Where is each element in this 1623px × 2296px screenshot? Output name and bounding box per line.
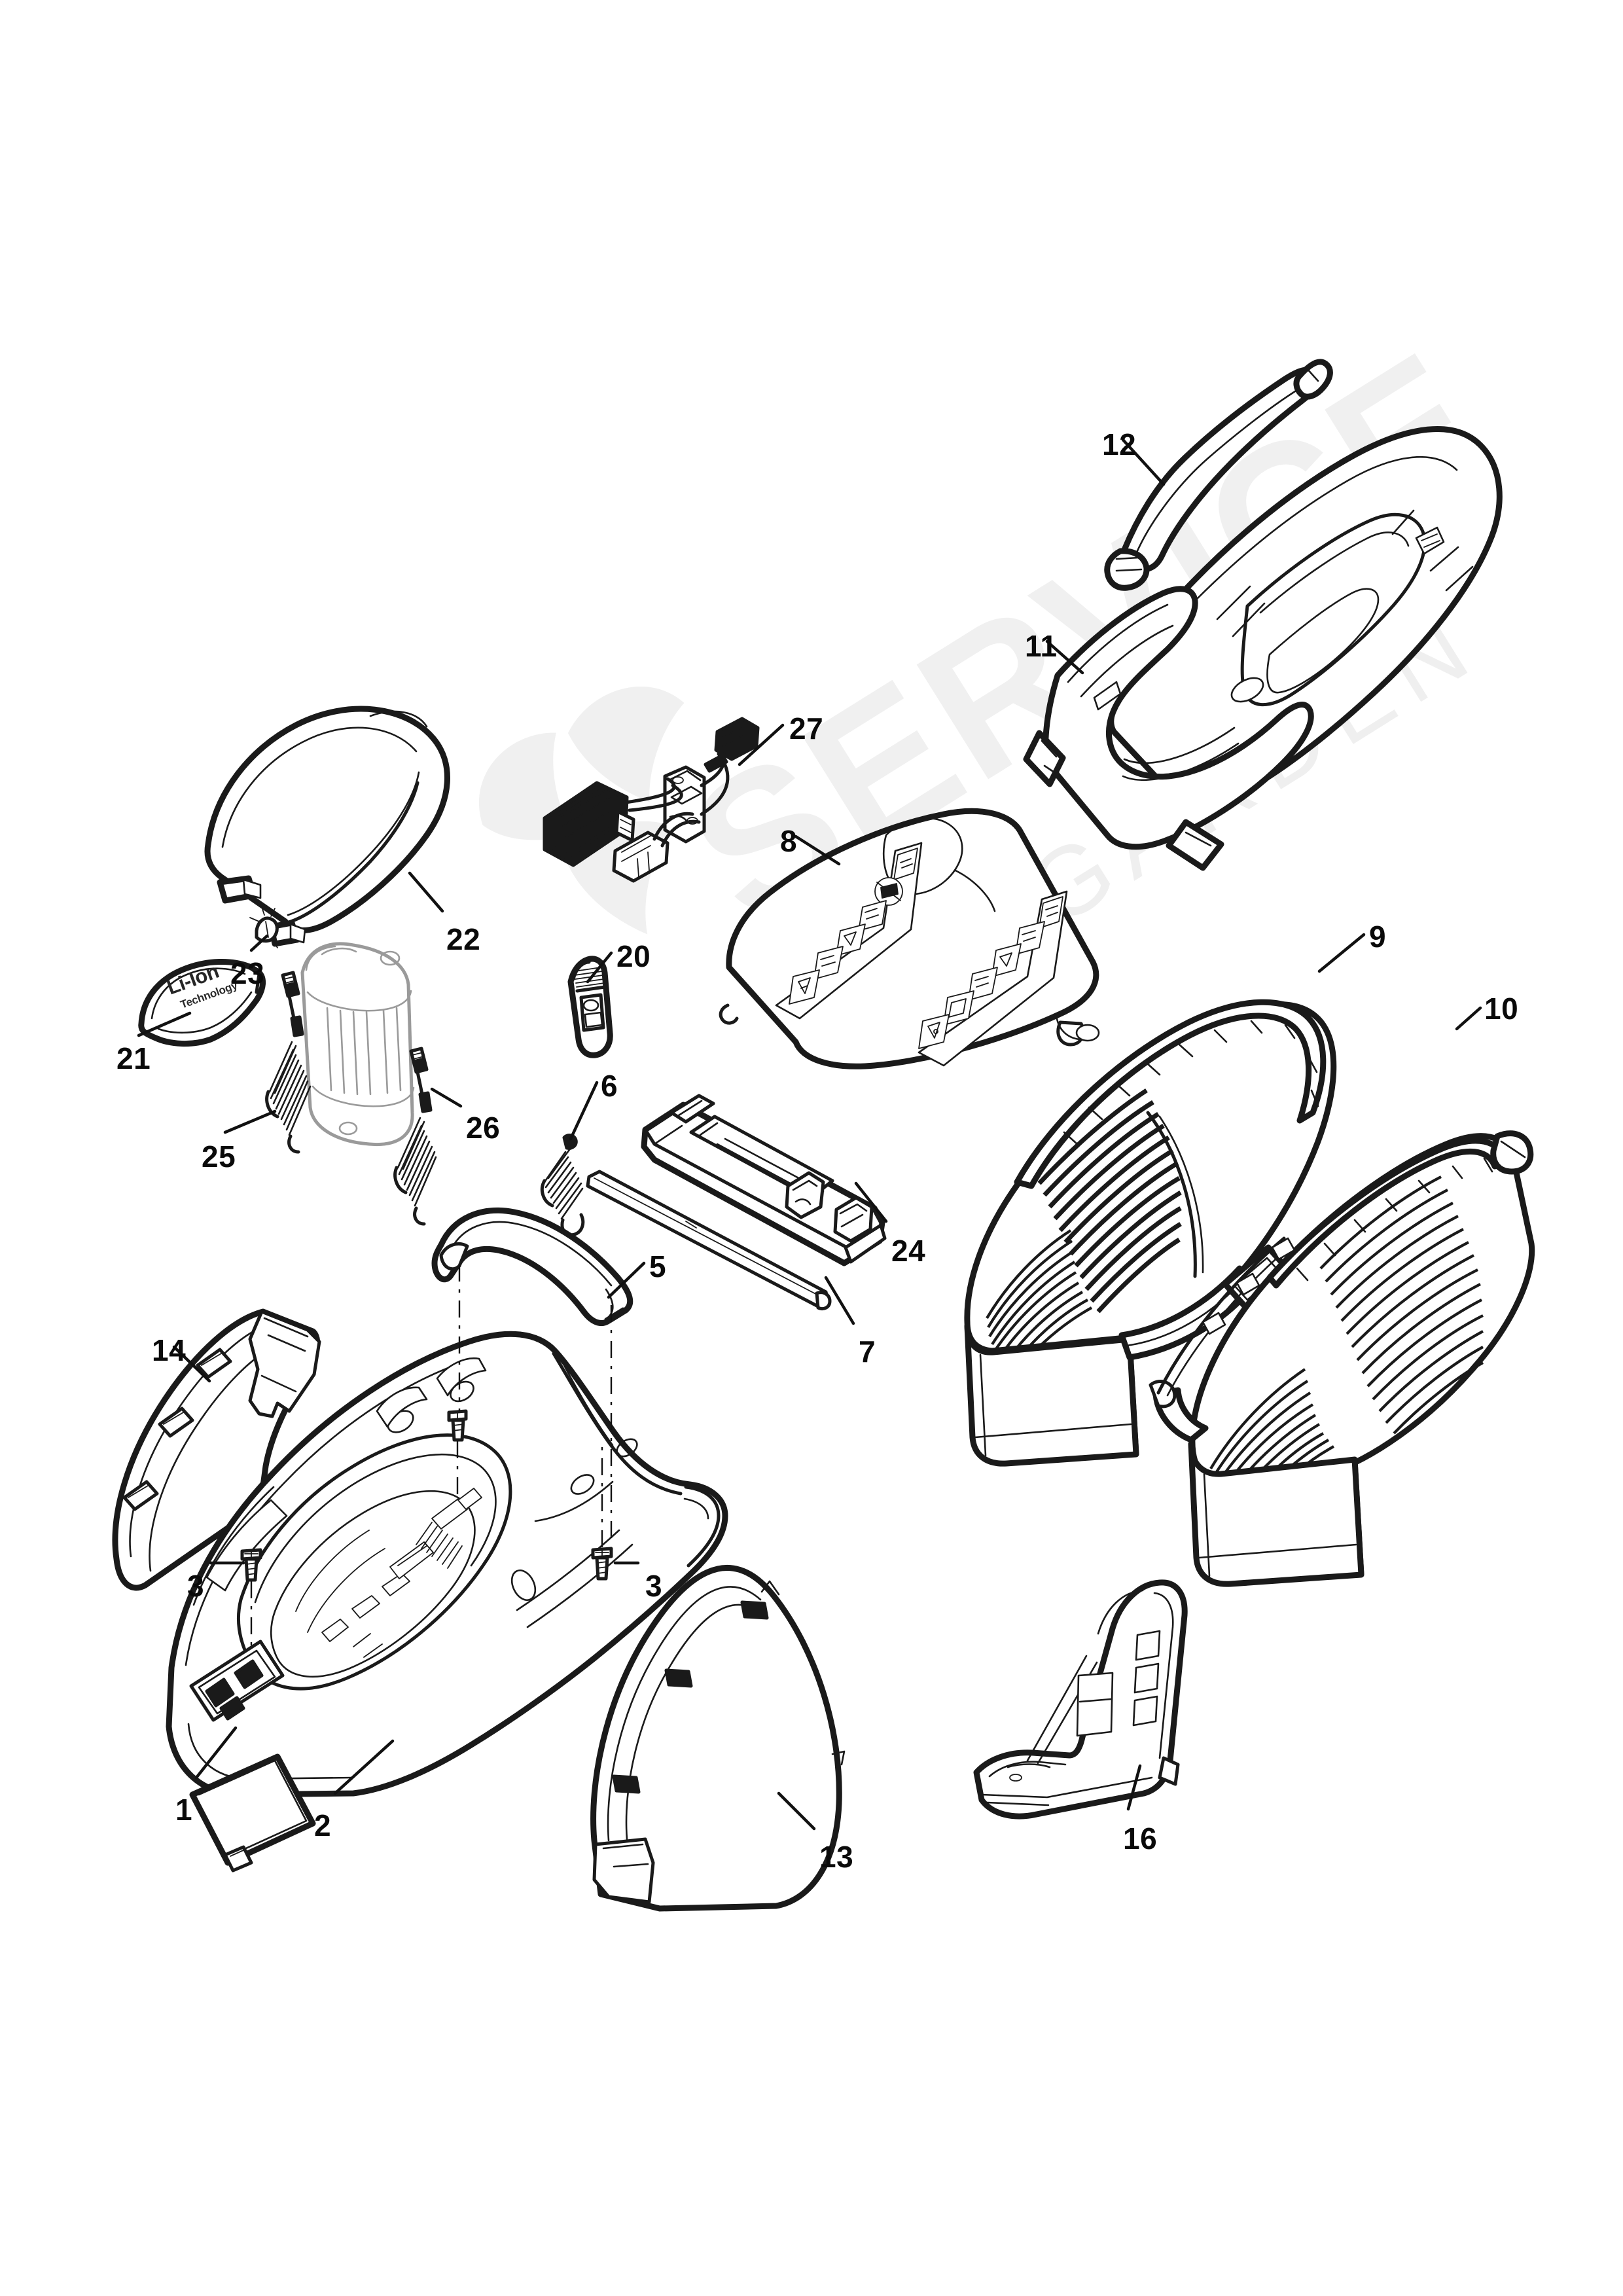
part-3-screw-left (240, 1548, 262, 1649)
motor-fin-detail (416, 1522, 463, 1569)
callout-grass-catcher-lower: 10 (1484, 992, 1519, 1026)
callout-handle-grip-insert: 5 (649, 1249, 667, 1283)
leader-upper-handle-shell (1045, 639, 1084, 675)
callout-motor-top-cover: 22 (446, 922, 481, 956)
callout-blade-bar-rod: 7 (859, 1335, 876, 1369)
leader-compression-spring-left (223, 1109, 277, 1134)
decal-strip-left (775, 842, 923, 1020)
part-16-mulch-plug-bracket (973, 1579, 1188, 1820)
leader-safety-decal-sheet (794, 834, 841, 866)
part-22-motor-top-cover (204, 706, 450, 947)
callout-brush-screw-right: 26 (466, 1111, 501, 1145)
callout-safety-key-switch: 20 (616, 939, 651, 973)
leader-wiring-harness (738, 723, 785, 766)
part-3-screw-mid (447, 1409, 468, 1499)
part-24-blade-bar-assembly (641, 1094, 887, 1266)
callout-battery-cover-li-ion: 21 (116, 1041, 151, 1075)
leader-side-discharge-deflector (777, 1791, 816, 1831)
callout-leader-lines (137, 438, 1482, 1831)
callout-wiring-harness: 27 (789, 711, 824, 745)
part-10-grass-catcher-lower (1149, 1130, 1535, 1587)
part-13-side-discharge-deflector (590, 1564, 846, 1912)
callout-rating-plate-label: 1 (175, 1793, 193, 1827)
leader-handle-bar-cover (1121, 438, 1166, 486)
leader-blade-bar-assembly (854, 1181, 888, 1223)
part-11-upper-handle-shell (1023, 426, 1503, 871)
leader-safety-key-switch (586, 951, 613, 984)
part-3-screw-right (591, 1443, 613, 1581)
part-5-handle-grip-insert (431, 1207, 633, 1326)
callout-handle-bar-cover: 12 (1102, 427, 1137, 461)
compression-spring-left-coils (265, 1041, 312, 1154)
part-21-battery-cover: Li-Ion Technology (138, 958, 266, 1047)
part-26-spring-and-screw-right (393, 1047, 437, 1226)
leader-brush-screw-right (430, 1087, 463, 1108)
leader-rating-plate-label (194, 1726, 238, 1780)
leader-motor-top-cover (408, 871, 444, 913)
leader-handle-grip-insert (607, 1261, 646, 1299)
leader-battery-cover-li-ion (137, 1011, 192, 1037)
part-23-retaining-clip (249, 906, 287, 948)
callout-blade-bar-assembly: 24 (891, 1234, 926, 1268)
callout-safety-decal-sheet: 8 (780, 824, 798, 858)
part-12-handle-bar-cover (1104, 359, 1333, 591)
callout-self-tapping-screw-right: 3 (645, 1569, 663, 1603)
part-27-wiring-harness (543, 717, 760, 883)
part-7-blade-bar-rod (586, 1170, 832, 1311)
part-1-rating-plate-label (189, 1753, 316, 1873)
callout-rear-flap-shield: 14 (152, 1333, 187, 1367)
leader-rear-flap-shield (172, 1345, 211, 1383)
compression-spring-right-coils (393, 1117, 437, 1226)
leader-main-deck-body (333, 1739, 395, 1795)
callout-self-tapping-screw-left: 3 (187, 1569, 205, 1603)
part-25-spring-and-screw-left (265, 971, 312, 1154)
callout-mulch-plug-bracket: 16 (1123, 1821, 1158, 1856)
callout-retaining-clip: 23 (230, 956, 265, 990)
leader-mulch-plug-bracket (1126, 1764, 1142, 1811)
callout-upper-handle-shell: 11 (1025, 629, 1058, 663)
leader-grass-catcher-upper (1317, 933, 1366, 973)
leader-retaining-clip (249, 934, 269, 952)
part-6-tension-spring (541, 1134, 585, 1237)
mesh-texture-lower-right (1319, 1175, 1484, 1435)
callout-side-discharge-deflector: 13 (819, 1840, 854, 1874)
decal-strip-right (918, 890, 1068, 1067)
part-2-main-deck-body (166, 1331, 728, 1798)
leader-tension-spring (569, 1081, 599, 1141)
part-8-safety-decal-sheet (719, 808, 1100, 1069)
callout-main-deck-body: 2 (314, 1808, 332, 1842)
callout-tension-spring: 6 (601, 1069, 618, 1103)
mesh-texture-upper (1037, 1088, 1182, 1314)
leader-blade-bar-rod (824, 1276, 855, 1325)
part-20-safety-key-switch (567, 956, 613, 1058)
ghost-battery-pack (300, 942, 415, 1147)
leader-grass-catcher-lower (1455, 1006, 1482, 1031)
callout-compression-spring-left: 25 (202, 1139, 236, 1174)
part-14-rear-flap-shield (112, 1308, 321, 1591)
callout-grass-catcher-upper: 9 (1369, 920, 1387, 954)
